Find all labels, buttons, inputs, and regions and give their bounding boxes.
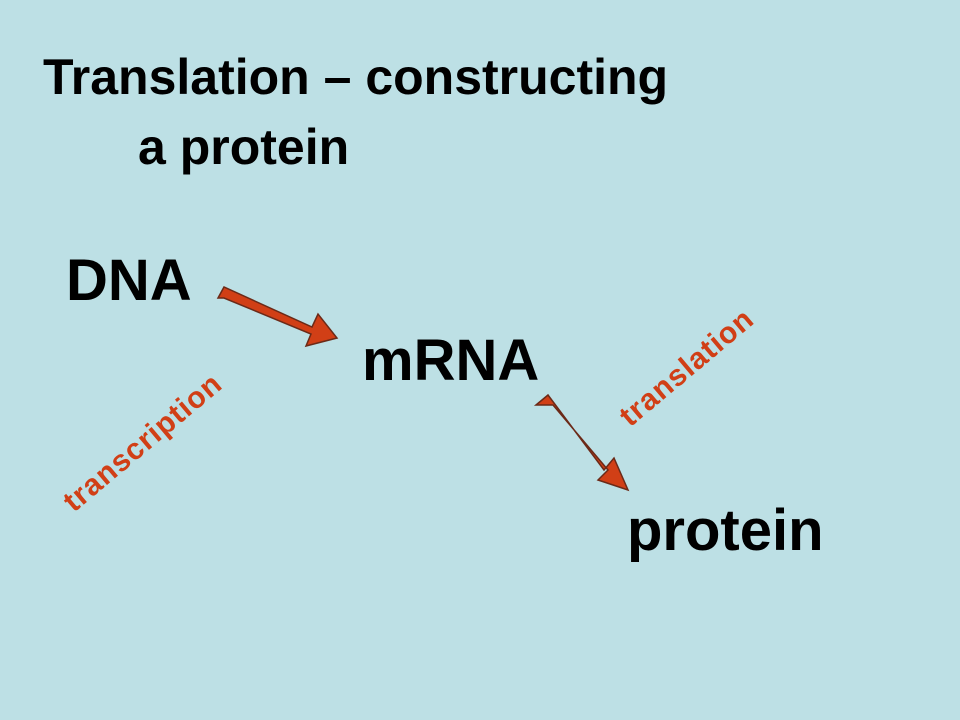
dna-node: DNA [66,248,192,313]
protein-node: protein [627,498,824,563]
translation-label: translation [613,302,761,434]
slide-title-line-2: a protein [138,119,350,175]
mrna-node: mRNA [362,328,540,393]
transcription-label: transcription [57,366,229,519]
dna-to-mrna-arrow [216,286,339,348]
slide-title-line-1: Translation – constructing [43,49,669,105]
